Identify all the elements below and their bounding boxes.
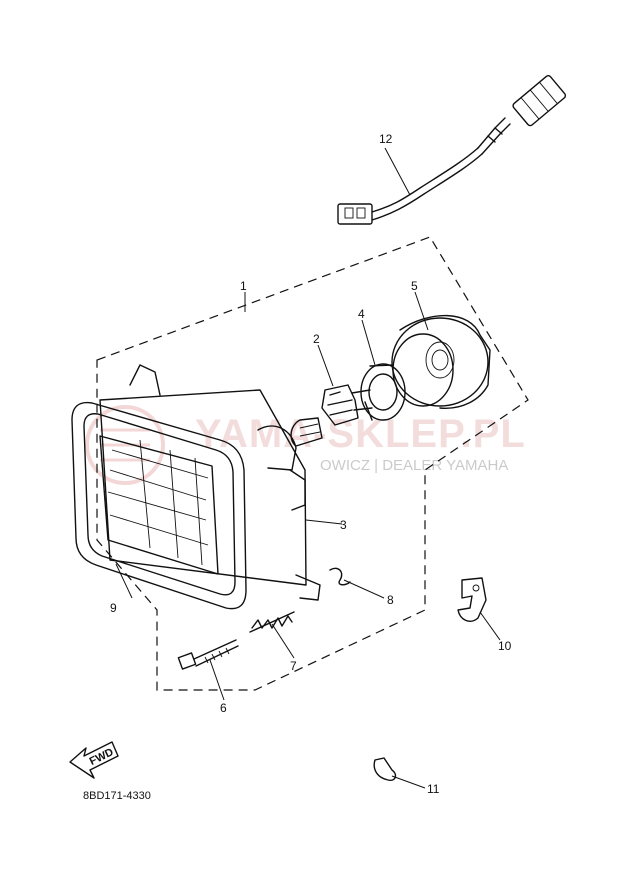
adjusting-screw	[177, 639, 239, 670]
part-label-7: 7	[290, 659, 297, 673]
headlight-unit	[99, 364, 321, 601]
fwd-arrow: FWD	[69, 741, 119, 779]
watermark-tagline: OWICZ | DEALER YAMAHA	[320, 457, 508, 474]
cable-clamp	[457, 577, 487, 622]
adjusting-spring	[249, 611, 295, 633]
part-label-11: 11	[427, 782, 440, 796]
wiring-harness	[337, 75, 567, 225]
watermark-brand: YAMA-SKLEP.PL	[195, 412, 526, 456]
watermark-logo-icon	[85, 405, 165, 485]
part-label-4: 4	[358, 307, 365, 321]
headlight-rim	[71, 401, 247, 610]
part-label-1: 1	[240, 279, 247, 293]
part-label-9: 9	[110, 601, 117, 615]
part-label-8: 8	[387, 593, 394, 607]
part-label-3: 3	[340, 518, 347, 532]
diagram-code: 8BD171-4330	[83, 790, 151, 802]
part-label-10: 10	[498, 639, 512, 653]
part-label-5: 5	[411, 279, 418, 293]
bulb-cover	[391, 314, 491, 409]
watermark: YAMA-SKLEP.PL OWICZ | DEALER YAMAHA	[85, 405, 526, 485]
part-label-12: 12	[379, 132, 393, 146]
part-labels: 1 2 3 4 5 6 7 8 9 10 11 12	[110, 132, 512, 796]
adjusting-clip	[329, 567, 351, 586]
leader-lines	[115, 147, 501, 789]
band-clip	[373, 757, 397, 782]
part-label-6: 6	[220, 701, 227, 715]
part-label-2: 2	[313, 332, 320, 346]
